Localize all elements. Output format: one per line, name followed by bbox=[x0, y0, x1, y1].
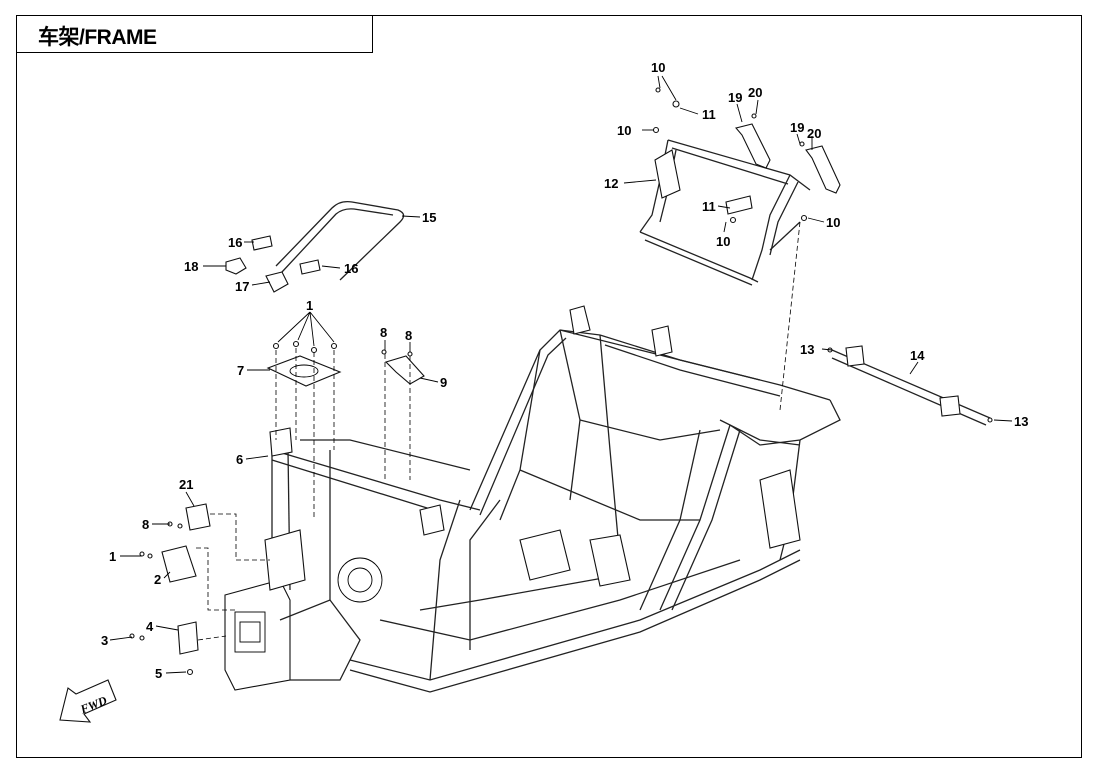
callout-19: 19 bbox=[728, 90, 742, 105]
callout-7: 7 bbox=[237, 363, 244, 378]
callout-1: 1 bbox=[109, 549, 116, 564]
callout-10: 10 bbox=[716, 234, 730, 249]
callout-12: 12 bbox=[604, 176, 618, 191]
callout-14: 14 bbox=[910, 348, 925, 363]
callout-21: 21 bbox=[179, 477, 193, 492]
callout-18: 18 bbox=[184, 259, 198, 274]
rear-rack-assembly bbox=[639, 87, 841, 286]
leader-lines bbox=[109, 75, 1013, 674]
callout-17: 17 bbox=[235, 279, 249, 294]
callout-11: 11 bbox=[702, 199, 716, 214]
title-box: 车架/FRAME bbox=[16, 15, 373, 53]
mount-plates bbox=[266, 340, 425, 387]
callout-10: 10 bbox=[617, 123, 631, 138]
side-bar-assembly bbox=[827, 345, 993, 426]
page-title: 车架/FRAME bbox=[38, 26, 157, 49]
callout-1: 1 bbox=[306, 298, 313, 313]
callout-2: 2 bbox=[154, 572, 161, 587]
callout-11: 11 bbox=[702, 107, 716, 122]
grab-handle-assembly bbox=[225, 200, 405, 293]
callout-15: 15 bbox=[422, 210, 436, 225]
callout-labels: 10 19 20 11 10 19 20 12 11 10 10 15 16 1… bbox=[101, 60, 1028, 681]
callout-3: 3 bbox=[101, 633, 108, 648]
callout-13: 13 bbox=[800, 342, 814, 357]
callout-8: 8 bbox=[380, 325, 387, 340]
callout-5: 5 bbox=[155, 666, 162, 681]
page-border bbox=[16, 15, 1082, 758]
callout-4: 4 bbox=[146, 619, 154, 634]
callout-20: 20 bbox=[807, 126, 821, 141]
callout-10: 10 bbox=[651, 60, 665, 75]
callout-13: 13 bbox=[1014, 414, 1028, 429]
callout-16: 16 bbox=[228, 235, 242, 250]
callout-9: 9 bbox=[440, 375, 447, 390]
callout-8: 8 bbox=[142, 517, 149, 532]
callout-16: 16 bbox=[344, 261, 358, 276]
callout-8: 8 bbox=[405, 328, 412, 343]
callout-10: 10 bbox=[826, 215, 840, 230]
front-brackets bbox=[129, 503, 211, 676]
dashed-assembly-lines bbox=[196, 221, 801, 641]
fwd-arrow-icon: FWD bbox=[59, 679, 117, 723]
callout-20: 20 bbox=[748, 85, 762, 100]
callout-6: 6 bbox=[236, 452, 243, 467]
main-frame bbox=[224, 305, 841, 693]
callout-19: 19 bbox=[790, 120, 804, 135]
